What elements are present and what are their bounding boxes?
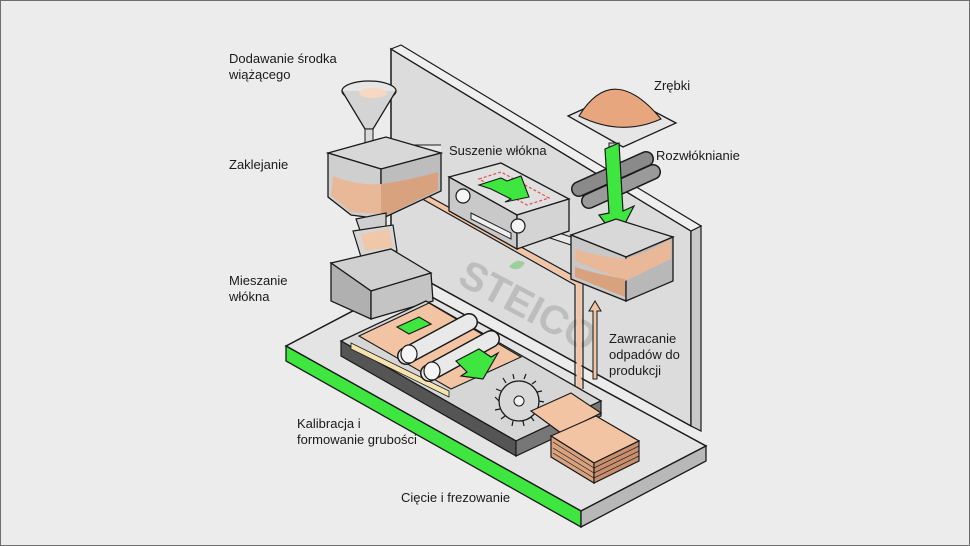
fiber-bin <box>569 218 675 302</box>
drying-arrow <box>477 175 530 203</box>
recycle-up-arrow <box>588 300 602 380</box>
label-recycle-line3: produkcji <box>609 363 662 378</box>
saw-blade <box>494 373 545 427</box>
label-recycle: Zawracanie odpadów do produkcji <box>609 331 680 379</box>
label-binder-line2: wiążącego <box>229 67 291 82</box>
drying-unit <box>447 162 571 251</box>
label-calibration-line2: formowanie grubości <box>297 432 417 447</box>
label-chips: Zrębki <box>654 78 691 93</box>
label-drying: Suszenie włókna <box>449 143 547 158</box>
label-recycle-line1: Zawracanie <box>609 331 677 346</box>
finished-board-stack <box>529 392 641 485</box>
label-defibration: Rozwłóknianie <box>656 148 740 163</box>
label-recycle-line2: odpadów do <box>609 347 680 362</box>
calibration-rollers <box>397 313 500 382</box>
label-calibration-line1: Kalibracja i <box>297 416 361 431</box>
label-mixing: Mieszanie włókna <box>229 273 288 305</box>
flow-arrow-1 <box>395 316 433 335</box>
wood-chips-tray <box>566 88 678 158</box>
label-calibration: Kalibracja i formowanie grubości <box>297 416 417 448</box>
logo-leaf-icon <box>509 260 525 270</box>
label-gluing: Zaklejanie <box>229 157 289 172</box>
roller-1 <box>397 313 478 365</box>
label-cutting: Cięcie i frezowanie <box>401 490 511 505</box>
label-mixing-line2: włókna <box>229 289 270 304</box>
gluing-tank <box>325 136 444 221</box>
label-binder-addition: Dodawanie środka wiążącego <box>229 51 337 83</box>
label-binder-line1: Dodawanie środka <box>229 51 337 66</box>
mixing-chute <box>352 212 398 258</box>
label-mixing-line1: Mieszanie <box>229 273 288 288</box>
mixing-unit <box>329 248 434 321</box>
binder-funnel <box>341 80 397 170</box>
flow-arrow-2 <box>454 348 500 380</box>
roller-2 <box>420 330 500 382</box>
